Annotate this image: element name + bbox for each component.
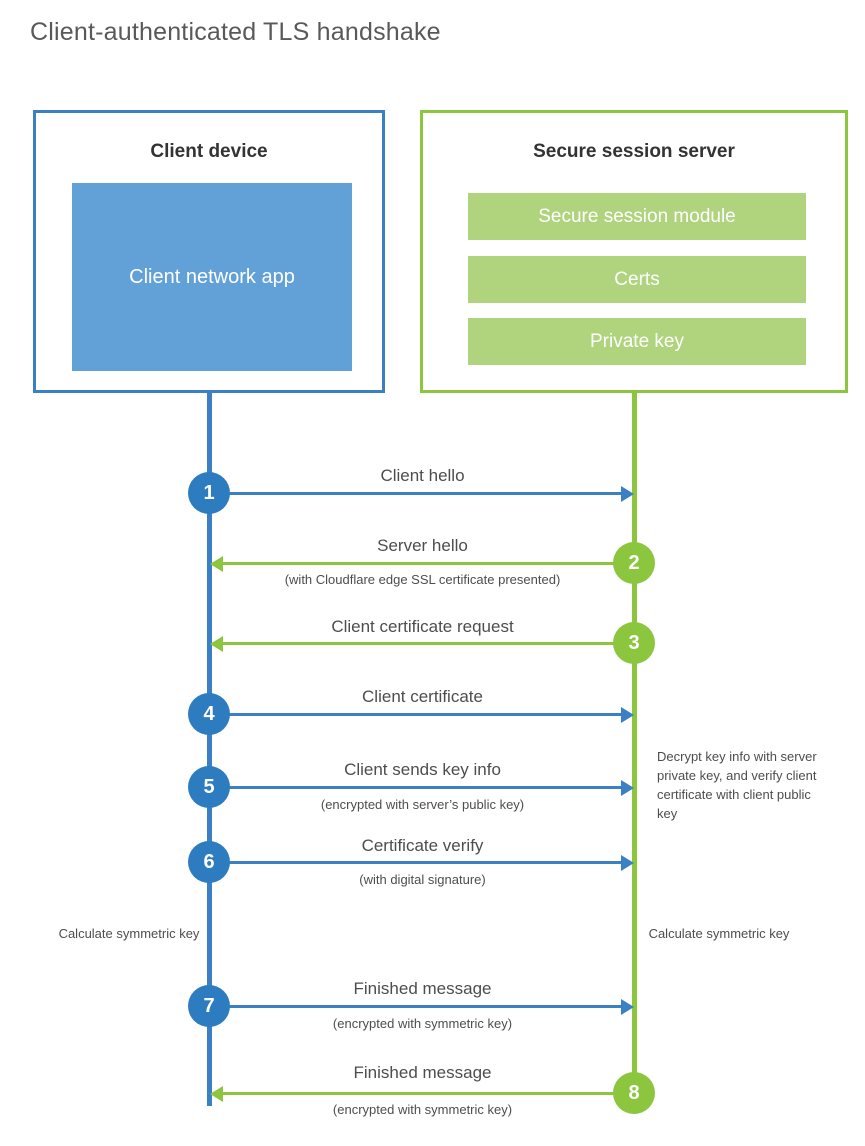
step-3-arrow-line <box>222 642 634 645</box>
client-network-app-block: Client network app <box>72 183 352 371</box>
server-decrypt-note: Decrypt key info with server private key… <box>657 749 817 821</box>
step-7-marker[interactable]: 7 <box>188 985 230 1027</box>
secure-session-server-box: Secure session server Secure session mod… <box>420 110 848 393</box>
step-2-arrow-head <box>210 556 223 572</box>
step-3-label: Client certificate request <box>331 617 514 636</box>
server-module-certs: Certs <box>468 256 806 303</box>
step-8-arrow-line <box>222 1092 634 1095</box>
step-5-marker[interactable]: 5 <box>188 766 230 808</box>
client-device-title: Client device <box>150 141 268 162</box>
step-5-sublabel: (encrypted with server’s public key) <box>320 797 525 812</box>
step-6-arrow-line <box>210 861 622 864</box>
step-5-arrow-head <box>621 780 634 796</box>
step-2-arrow-line <box>222 562 634 565</box>
client-calculate-symmetric-key-note: Calculate symmetric key <box>58 926 200 941</box>
step-6-sublabel: (with digital signature) <box>359 872 486 887</box>
step-8-marker[interactable]: 8 <box>613 1072 655 1114</box>
client-lifeline <box>207 391 212 1106</box>
step-1-arrow-line <box>210 492 622 495</box>
step-4-arrow-line <box>210 713 622 716</box>
step-1-arrow-head <box>621 486 634 502</box>
server-module-secure-session-module: Secure session module <box>468 193 806 240</box>
step-4-label: Client certificate <box>362 687 483 706</box>
step-4-marker[interactable]: 4 <box>188 693 230 735</box>
step-8-sublabel: (encrypted with symmetric key) <box>332 1102 513 1117</box>
step-5-arrow-line <box>210 786 622 789</box>
step-4-arrow-head <box>621 707 634 723</box>
step-2-marker[interactable]: 2 <box>613 542 655 584</box>
step-7-sublabel: (encrypted with symmetric key) <box>332 1016 513 1031</box>
step-3-marker[interactable]: 3 <box>613 622 655 664</box>
step-7-arrow-head <box>621 999 634 1015</box>
step-7-label: Finished message <box>353 979 492 998</box>
server-module-private-key: Private key <box>468 318 806 365</box>
step-8-label: Finished message <box>353 1063 492 1082</box>
server-lifeline <box>632 391 637 1093</box>
step-6-label: Certificate verify <box>361 836 484 855</box>
secure-session-server-title: Secure session server <box>533 141 735 162</box>
step-7-arrow-line <box>210 1005 622 1008</box>
step-1-marker[interactable]: 1 <box>188 472 230 514</box>
step-2-sublabel: (with Cloudflare edge SSL certificate pr… <box>284 572 561 587</box>
step-1-label: Client hello <box>380 466 465 485</box>
step-6-arrow-head <box>621 855 634 871</box>
step-5-label: Client sends key info <box>344 760 501 779</box>
server-calculate-symmetric-key-note: Calculate symmetric key <box>648 926 790 941</box>
diagram-title: Client-authenticated TLS handshake <box>30 18 441 46</box>
step-6-marker[interactable]: 6 <box>188 841 230 883</box>
step-3-arrow-head <box>210 636 223 652</box>
step-8-arrow-head <box>210 1086 223 1102</box>
client-device-box: Client device Client network app <box>33 110 385 393</box>
step-2-label: Server hello <box>377 536 468 555</box>
